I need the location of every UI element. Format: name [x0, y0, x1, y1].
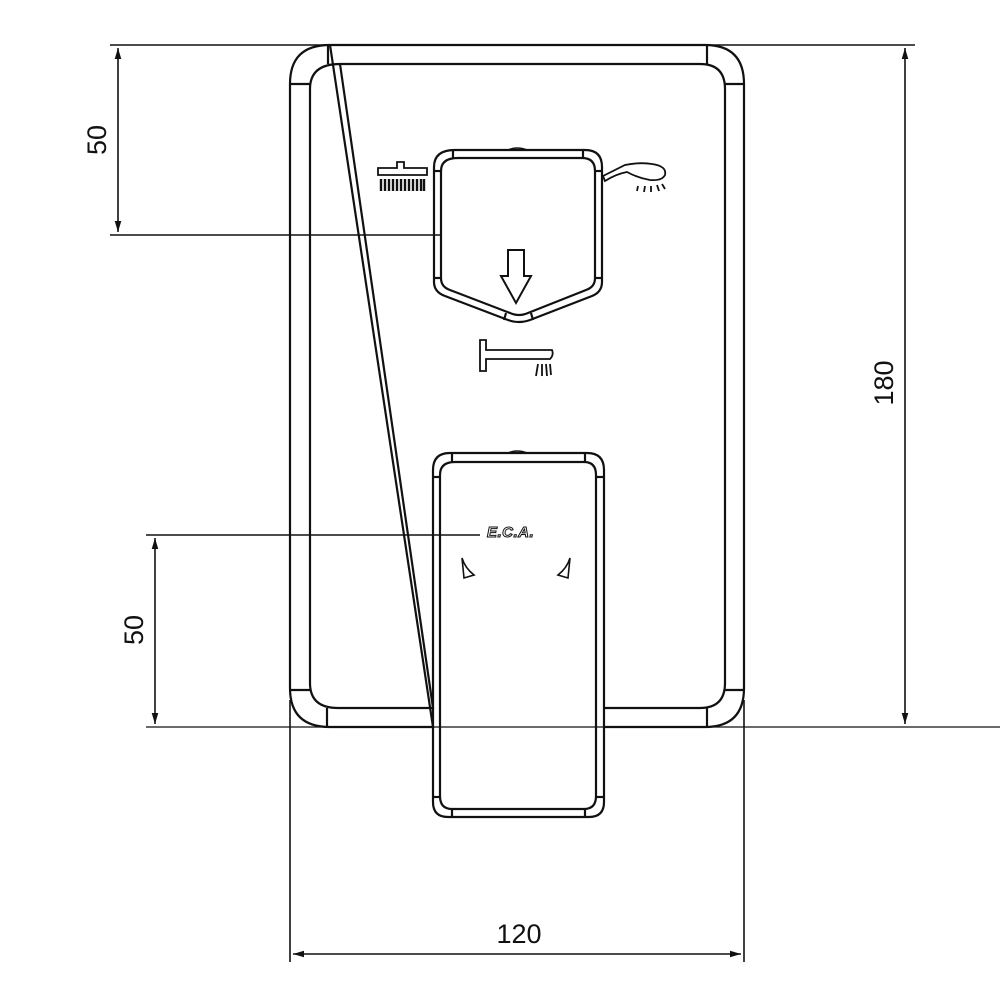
mixer-lever[interactable] [431, 450, 606, 819]
brand-logo: E.C.A. [487, 524, 534, 541]
dimension-label-top-50: 50 [82, 125, 112, 155]
dimension-label-180: 180 [869, 360, 899, 405]
dimension-label-120: 120 [496, 919, 541, 949]
overhead-shower-icon [377, 161, 428, 191]
cold-mark-icon [461, 557, 476, 580]
dimension-label-bottom-50: 50 [119, 615, 149, 645]
dimension-width-120 [289, 700, 745, 962]
diverter-knob[interactable] [432, 147, 604, 324]
down-arrow-icon [499, 249, 533, 306]
dimension-height-180 [710, 44, 915, 724]
dimension-bottom-50 [146, 534, 1000, 728]
hand-shower-icon [601, 162, 667, 193]
cover-plate [288, 43, 746, 729]
dimension-top-50 [110, 44, 440, 236]
hot-mark-icon [556, 557, 571, 580]
bath-spout-icon [479, 339, 554, 377]
